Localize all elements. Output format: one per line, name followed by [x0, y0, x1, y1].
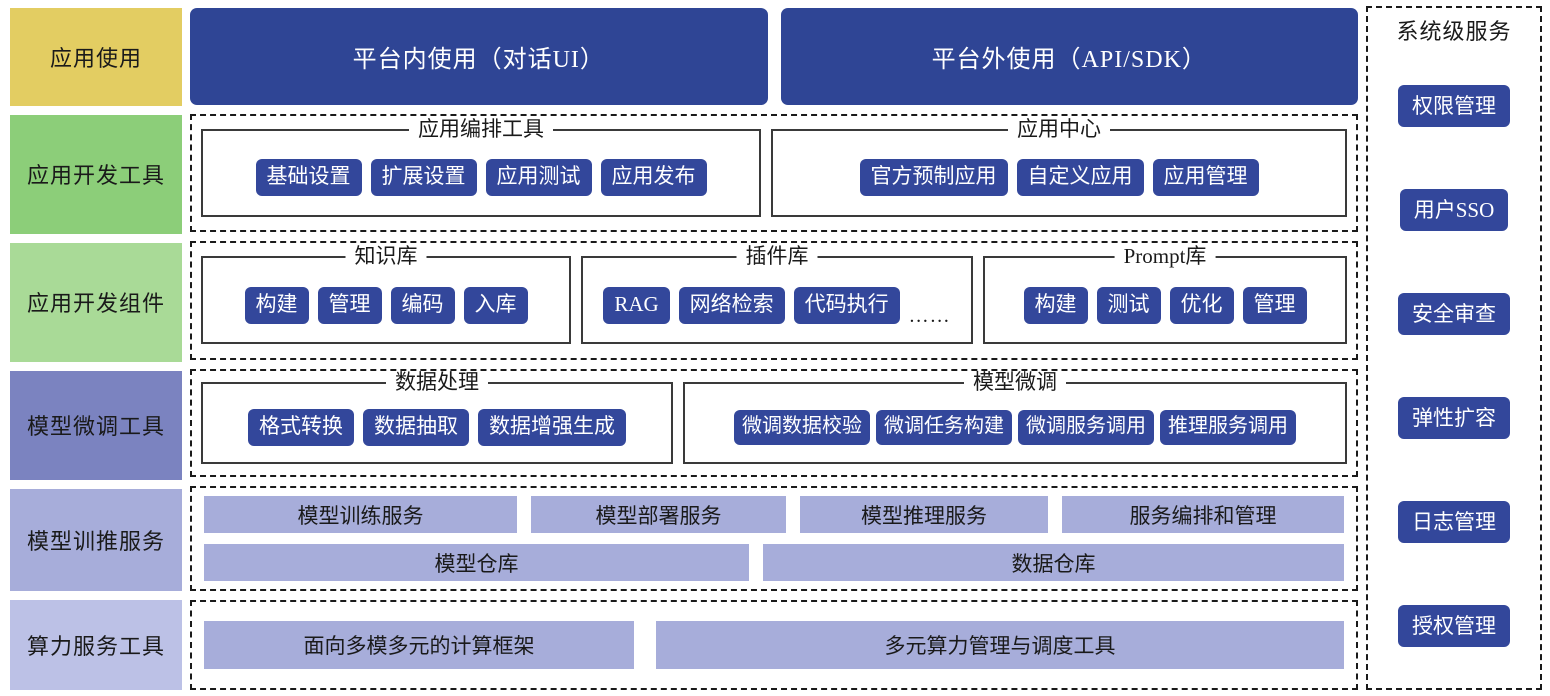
- banner-label: 平台外使用（API/SDK）: [931, 46, 1207, 73]
- row-application-usage: 平台内使用（对话UI） 平台外使用（API/SDK）: [190, 8, 1358, 105]
- pill-prompt-test[interactable]: 测试: [1096, 286, 1161, 324]
- pill-app-test[interactable]: 应用测试: [485, 159, 592, 197]
- layer-label-app-dev-components: 应用开发组件: [10, 242, 182, 362]
- svc-model-repository[interactable]: 模型仓库: [204, 544, 749, 582]
- svc-model-training-service[interactable]: 模型训练服务: [204, 496, 517, 534]
- pill-kb-manage[interactable]: 管理: [317, 286, 382, 324]
- group-title: Prompt库: [1114, 245, 1216, 268]
- group-title: 应用中心: [1008, 117, 1110, 140]
- pill-basic-settings[interactable]: 基础设置: [255, 159, 362, 197]
- pill-code-execution[interactable]: 代码执行: [793, 286, 900, 324]
- syspill-permission-management[interactable]: 权限管理: [1398, 85, 1510, 127]
- pill-app-management[interactable]: 应用管理: [1152, 159, 1259, 197]
- pill-finetune-data-validation[interactable]: 微调数据校验: [734, 410, 870, 446]
- svc-heterogeneous-compute-scheduling[interactable]: 多元算力管理与调度工具: [656, 621, 1344, 670]
- row-model-train-infer: 模型训练服务 模型部署服务 模型推理服务 服务编排和管理 模型仓库 数据仓库: [190, 486, 1358, 592]
- group-knowledge-base: 知识库 构建 管理 编码 入库: [201, 245, 571, 345]
- pill-finetune-task-build[interactable]: 微调任务构建: [876, 410, 1012, 446]
- group-app-center: 应用中心 官方预制应用 自定义应用 应用管理: [771, 117, 1347, 217]
- banner-in-platform-usage[interactable]: 平台内使用（对话UI）: [190, 8, 768, 105]
- pill-data-extraction[interactable]: 数据抽取: [363, 409, 469, 447]
- syspill-security-review[interactable]: 安全审查: [1398, 293, 1510, 335]
- pill-app-publish[interactable]: 应用发布: [600, 159, 707, 197]
- layer-label-text: 模型微调工具: [26, 414, 165, 440]
- group-title: 插件库: [736, 245, 818, 268]
- layer-label-model-train-infer-service: 模型训推服务: [10, 488, 182, 592]
- layer-label-text: 应用使用: [49, 45, 142, 71]
- pill-prompt-optimize[interactable]: 优化: [1169, 286, 1234, 324]
- pill-prompt-build[interactable]: 构建: [1023, 286, 1088, 324]
- group-model-finetune: 模型微调 微调数据校验 微调任务构建 微调服务调用 推理服务调用: [683, 370, 1347, 464]
- pill-inference-service-call[interactable]: 推理服务调用: [1160, 410, 1296, 446]
- svc-model-deploy-service[interactable]: 模型部署服务: [531, 496, 786, 534]
- pill-kb-build[interactable]: 构建: [244, 286, 309, 324]
- service-bars-line1: 模型训练服务 模型部署服务 模型推理服务 服务编排和管理: [204, 496, 1344, 534]
- syspill-elastic-scaling[interactable]: 弹性扩容: [1398, 397, 1510, 439]
- pill-data-augmentation[interactable]: 数据增强生成: [478, 409, 626, 447]
- system-services-panel: 系统级服务 权限管理 用户SSO 安全审查 弹性扩容 日志管理 授权管理: [1366, 6, 1542, 690]
- layer-label-app-dev-tools: 应用开发工具: [10, 114, 182, 234]
- layer-label-text: 算力服务工具: [26, 634, 165, 660]
- group-title: 数据处理: [386, 370, 488, 393]
- layer-label-compute-service-tools: 算力服务工具: [10, 600, 182, 690]
- service-bars-line2: 模型仓库 数据仓库: [204, 544, 1344, 582]
- center-column: 平台内使用（对话UI） 平台外使用（API/SDK） 应用编排工具 基础设置 扩…: [190, 6, 1358, 690]
- pill-prompt-manage[interactable]: 管理: [1242, 286, 1307, 324]
- pill-kb-ingest[interactable]: 入库: [463, 286, 528, 324]
- compute-bars: 面向多模多元的计算框架 多元算力管理与调度工具: [204, 621, 1344, 670]
- group-data-processing: 数据处理 格式转换 数据抽取 数据增强生成: [201, 370, 673, 464]
- svc-data-warehouse[interactable]: 数据仓库: [763, 544, 1344, 582]
- layer-label-column: 应用使用 应用开发工具 应用开发组件 模型微调工具 模型训推服务 算力服务工具: [10, 6, 182, 690]
- pill-rag[interactable]: RAG: [603, 286, 670, 324]
- group-title: 应用编排工具: [409, 117, 553, 140]
- row-model-finetune-tools: 数据处理 格式转换 数据抽取 数据增强生成 模型微调 微调数据校验 微调任务构建…: [190, 368, 1358, 478]
- more-ellipsis: ……: [908, 305, 951, 328]
- row-compute-service-tools: 面向多模多元的计算框架 多元算力管理与调度工具: [190, 600, 1358, 690]
- group-title: 知识库: [345, 245, 427, 268]
- pill-web-search[interactable]: 网络检索: [678, 286, 785, 324]
- banner-label: 平台内使用（对话UI）: [352, 46, 605, 73]
- system-services-list: 权限管理 用户SSO 安全审查 弹性扩容 日志管理 授权管理: [1368, 54, 1540, 678]
- layer-label-text: 应用开发工具: [26, 163, 165, 189]
- banner-out-platform-usage[interactable]: 平台外使用（API/SDK）: [780, 8, 1358, 105]
- layer-label-model-finetune-tools: 模型微调工具: [10, 370, 182, 480]
- group-plugin-library: 插件库 RAG 网络检索 代码执行 ……: [581, 245, 973, 345]
- group-app-orchestration-tools: 应用编排工具 基础设置 扩展设置 应用测试 应用发布: [201, 117, 761, 217]
- syspill-authorization-management[interactable]: 授权管理: [1398, 605, 1510, 647]
- layer-label-text: 应用开发组件: [26, 291, 165, 317]
- pill-format-conversion[interactable]: 格式转换: [248, 409, 354, 447]
- system-services-title: 系统级服务: [1396, 19, 1512, 44]
- row-app-dev-tools: 应用编排工具 基础设置 扩展设置 应用测试 应用发布 应用中心 官方预制应用 自…: [190, 113, 1358, 233]
- pill-official-preset-apps[interactable]: 官方预制应用: [859, 159, 1008, 197]
- pill-custom-apps[interactable]: 自定义应用: [1016, 159, 1144, 197]
- svc-multimodal-compute-framework[interactable]: 面向多模多元的计算框架: [204, 621, 634, 670]
- syspill-user-sso[interactable]: 用户SSO: [1399, 189, 1509, 231]
- service-bars: 模型训练服务 模型部署服务 模型推理服务 服务编排和管理 模型仓库 数据仓库: [204, 496, 1344, 582]
- svc-service-orchestration-management[interactable]: 服务编排和管理: [1062, 496, 1344, 534]
- pill-kb-encode[interactable]: 编码: [390, 286, 455, 324]
- group-title: 模型微调: [964, 370, 1066, 393]
- pill-finetune-service-call[interactable]: 微调服务调用: [1018, 410, 1154, 446]
- layer-label-application-usage: 应用使用: [10, 8, 182, 106]
- syspill-log-management[interactable]: 日志管理: [1398, 501, 1510, 543]
- group-prompt-library: Prompt库 构建 测试 优化 管理: [983, 245, 1347, 345]
- row-app-dev-components: 知识库 构建 管理 编码 入库 插件库 RAG 网络检索 代码执行 …… Pro…: [190, 241, 1358, 360]
- pill-extended-settings[interactable]: 扩展设置: [370, 159, 477, 197]
- layer-label-text: 模型训推服务: [26, 529, 165, 555]
- svc-model-inference-service[interactable]: 模型推理服务: [800, 496, 1048, 534]
